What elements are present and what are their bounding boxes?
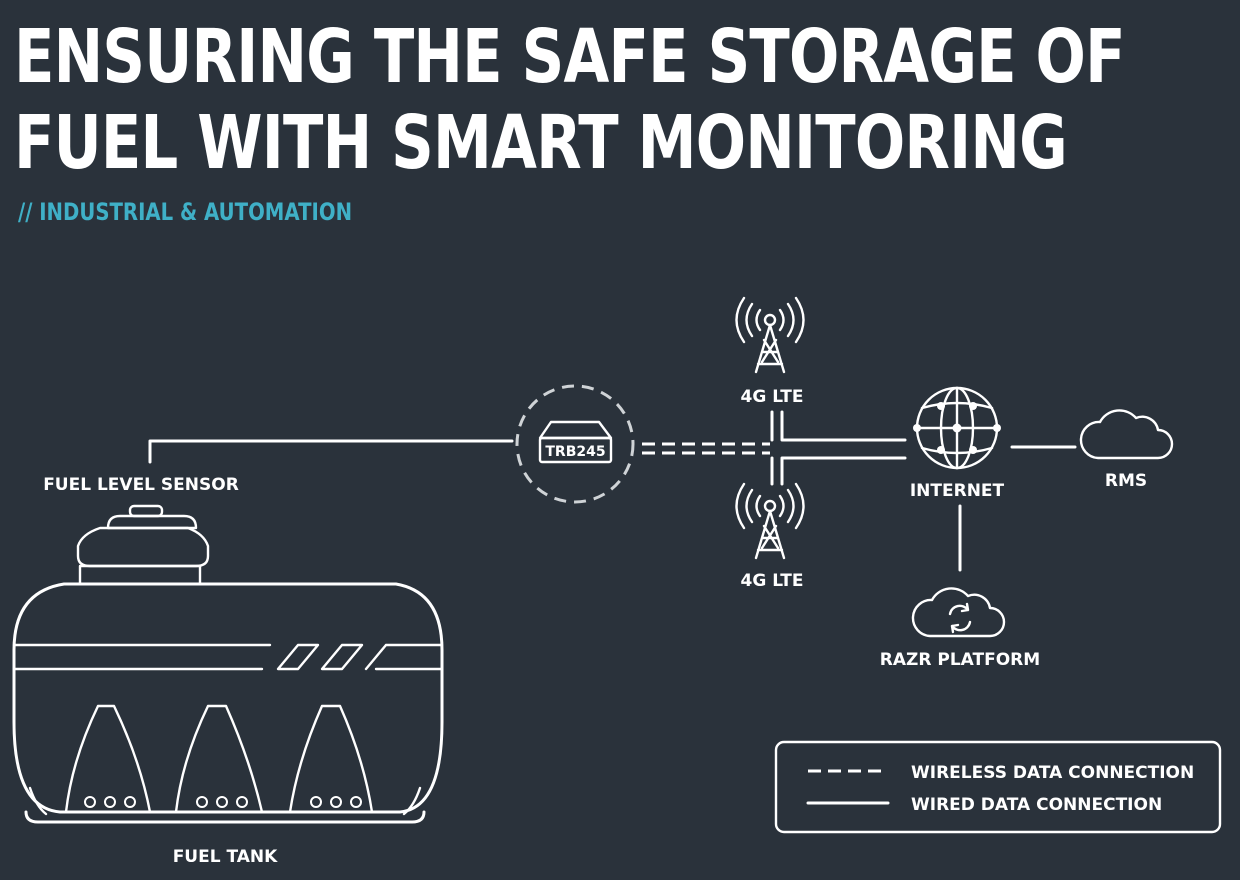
tower-bottom-label: 4G LTE: [741, 571, 804, 591]
category-subtitle: // INDUSTRIAL & AUTOMATION: [18, 198, 353, 226]
tank-vent-holes: [84, 796, 362, 808]
globe-icon: [913, 386, 1001, 470]
razr-node: RAZR PLATFORM: [880, 587, 1040, 670]
trb245-router: TRB245: [515, 384, 635, 504]
page-title: ENSURING THE SAFE STORAGE OF FUEL WITH S…: [14, 14, 1126, 186]
sensor-label: FUEL LEVEL SENSOR: [43, 475, 239, 495]
router-front-face: [538, 436, 613, 464]
sensor-wire: [148, 439, 514, 464]
sync-arrows-icon: [948, 602, 972, 634]
router-label: TRB245: [545, 444, 605, 460]
tower-bottom-icon: [735, 482, 805, 560]
router-dashed-ring: [515, 384, 635, 504]
rms-node: RMS: [1079, 409, 1174, 491]
fuel-tank: [12, 504, 444, 824]
router-top-face: [538, 420, 613, 440]
legend-frame: [774, 740, 1222, 834]
title-line-2: FUEL WITH SMART MONITORING: [14, 100, 1068, 186]
tank-label: FUEL TANK: [173, 847, 278, 867]
cloud-icon: [1079, 409, 1174, 460]
legend: WIRELESS DATA CONNECTION WIRED DATA CONN…: [774, 740, 1222, 834]
legend-wired-label: WIRED DATA CONNECTION: [911, 795, 1162, 815]
tank-body: [12, 582, 444, 814]
internet-label: INTERNET: [910, 481, 1005, 501]
rms-label: RMS: [1105, 471, 1147, 491]
tower-bottom: 4G LTE: [735, 482, 805, 591]
cloud-sync-icon: [911, 587, 1006, 638]
wired-junction: [770, 410, 907, 486]
internet-node: INTERNET: [910, 386, 1005, 501]
title-line-1: ENSURING THE SAFE STORAGE OF: [14, 14, 1126, 100]
razr-label: RAZR PLATFORM: [880, 650, 1040, 670]
legend-wireless-label: WIRELESS DATA CONNECTION: [911, 763, 1194, 783]
fuel-level-sensor-icon: [76, 504, 210, 586]
tower-top-icon: [735, 296, 805, 374]
tower-top-label: 4G LTE: [741, 387, 804, 407]
tower-top: 4G LTE: [735, 296, 805, 407]
